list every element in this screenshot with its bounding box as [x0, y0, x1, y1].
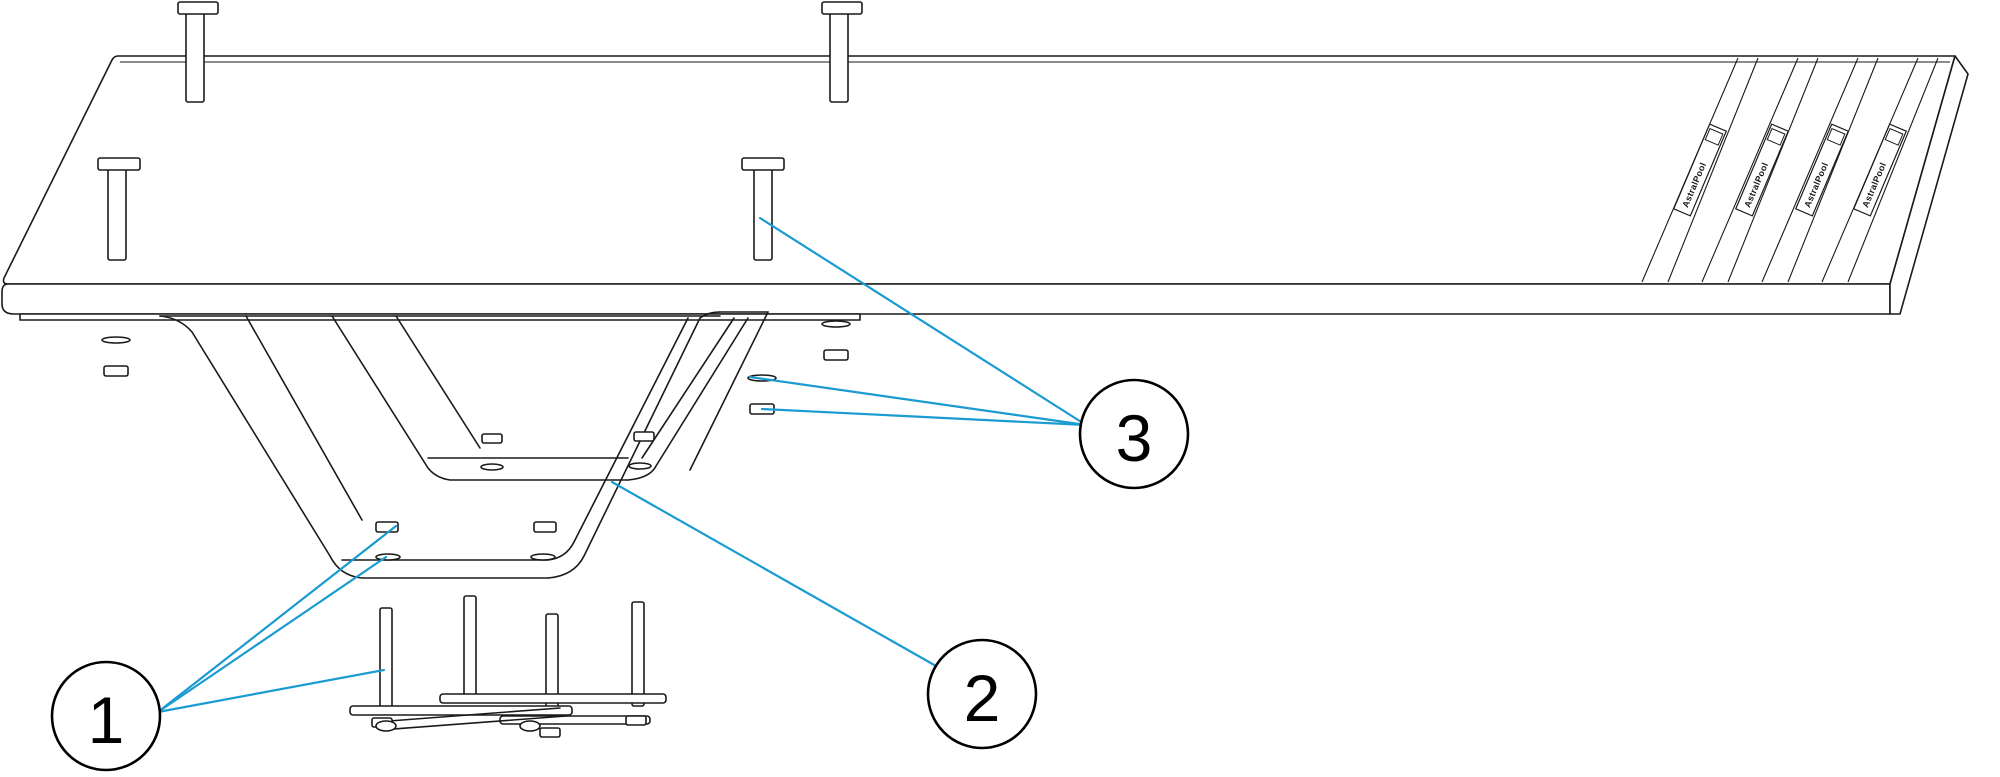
- bolt: [821, 1, 863, 103]
- board-bolts: [97, 1, 863, 261]
- callout-3-label: 3: [1116, 401, 1153, 475]
- leader-2: [610, 480, 938, 668]
- leader-1a: [156, 524, 398, 714]
- washer: [375, 553, 401, 561]
- leader-3c: [760, 407, 1088, 427]
- leader-lines: [156, 216, 1088, 714]
- callout-1: 1: [50, 660, 162, 772]
- nut: [481, 433, 503, 444]
- tread-label-3: AstralPool: [1794, 123, 1850, 217]
- anchor-cage: [349, 595, 667, 738]
- washer: [530, 553, 556, 561]
- diving-board-plank: [1, 55, 1969, 315]
- callout-2: 2: [926, 638, 1038, 750]
- bolt: [177, 1, 219, 103]
- nut: [823, 349, 849, 361]
- callout-3: 3: [1078, 378, 1190, 490]
- leader-1c: [156, 668, 386, 714]
- nut: [633, 431, 655, 442]
- tread-label-4: AstralPool: [1852, 123, 1908, 217]
- leader-3b: [748, 375, 1088, 427]
- leader-3a: [758, 216, 1088, 427]
- nut: [533, 521, 557, 533]
- bolt: [97, 157, 141, 261]
- board-fasteners: [101, 320, 851, 415]
- washer: [821, 320, 851, 328]
- bolt: [741, 157, 785, 261]
- support-bracket: [159, 311, 769, 579]
- washer: [480, 463, 504, 471]
- washer: [101, 336, 131, 344]
- washer: [628, 462, 652, 470]
- callout-1-label: 1: [88, 683, 125, 757]
- callout-2-label: 2: [964, 661, 1001, 735]
- leader-1b: [156, 555, 388, 714]
- nut: [103, 365, 129, 377]
